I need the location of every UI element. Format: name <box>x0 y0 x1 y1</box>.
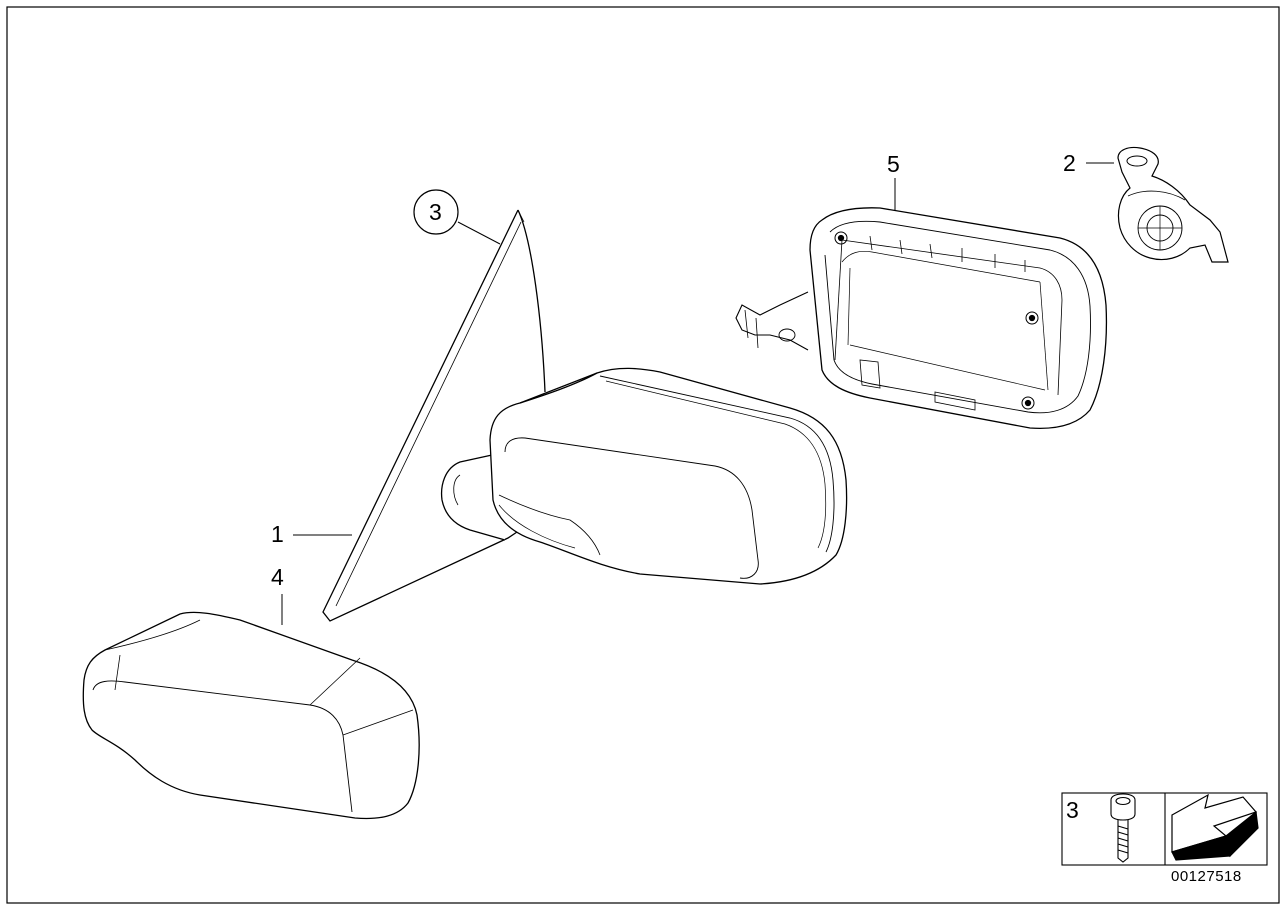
part-5-frame <box>735 207 1108 430</box>
diagram-frame <box>6 6 1280 904</box>
part-4-cover <box>82 611 420 820</box>
part-1-mirror-base <box>322 209 546 622</box>
callout-2: 2 <box>1063 150 1076 176</box>
arrow-icon <box>1171 793 1259 861</box>
callout-4: 4 <box>271 564 284 590</box>
drawing-number: 00127518 <box>1171 868 1242 885</box>
leader-3 <box>457 221 501 245</box>
screw-icon <box>1110 793 1136 863</box>
part-1-mirror-housing <box>489 367 848 585</box>
legend-item-number: 3 <box>1066 797 1079 823</box>
part-2-clip <box>1117 146 1229 263</box>
callout-3-circle <box>413 189 459 235</box>
callout-3: 3 <box>429 199 442 225</box>
leader-lines <box>281 162 1114 625</box>
legend-box <box>1061 792 1268 866</box>
callout-1: 1 <box>271 521 284 547</box>
callout-5: 5 <box>887 151 900 177</box>
